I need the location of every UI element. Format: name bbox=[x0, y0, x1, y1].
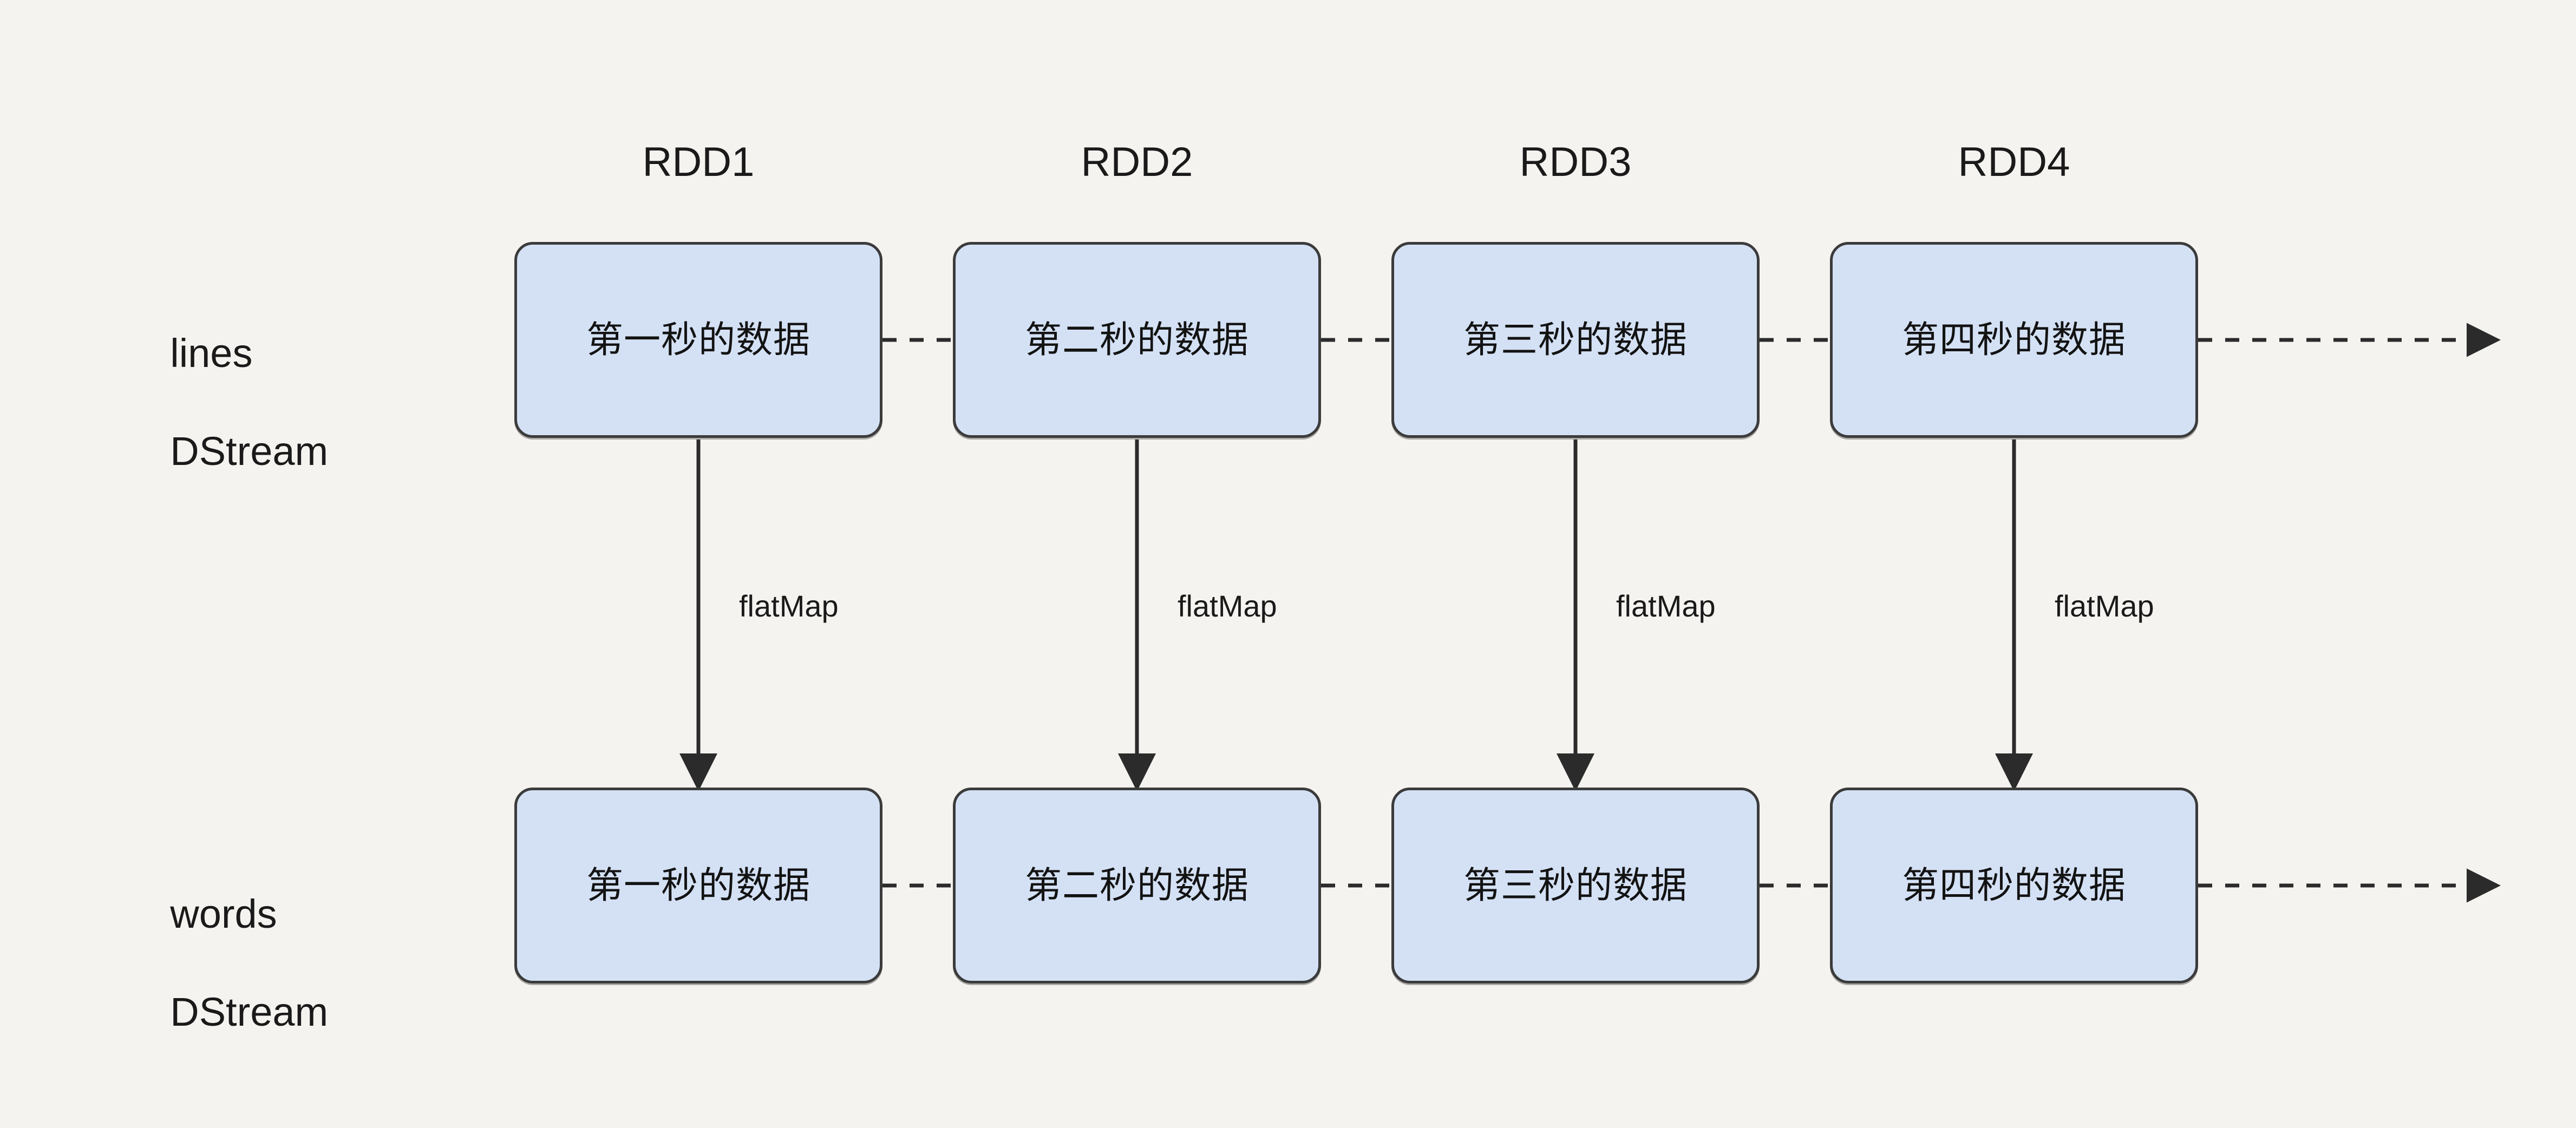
flatmap-label-column-3: flatMap bbox=[1616, 589, 1716, 623]
rdd-box-lines-rdd1[interactable]: 第一秒的数据 bbox=[514, 242, 882, 438]
rdd-box-words-rdd1[interactable]: 第一秒的数据 bbox=[514, 788, 882, 983]
rdd-box-label: 第一秒的数据 bbox=[586, 865, 810, 906]
rdd-box-lines-rdd2[interactable]: 第二秒的数据 bbox=[953, 242, 1321, 438]
rdd-box-label: 第一秒的数据 bbox=[586, 319, 810, 360]
rdd-box-label: 第二秒的数据 bbox=[1024, 319, 1249, 360]
column-header-rdd3: RDD3 bbox=[1519, 139, 1632, 185]
rdd-box-words-rdd2[interactable]: 第二秒的数据 bbox=[953, 788, 1321, 983]
flatmap-label-column-2: flatMap bbox=[1178, 589, 1277, 623]
flatmap-arrows bbox=[679, 440, 2033, 791]
rdd-box-words-rdd3[interactable]: 第三秒的数据 bbox=[1391, 788, 1760, 983]
column-header-rdd1: RDD1 bbox=[642, 139, 755, 185]
rdd-box-label: 第二秒的数据 bbox=[1024, 865, 1249, 906]
row-label-words-dstream: words DStream bbox=[126, 841, 328, 1085]
row-label-words-line1: words bbox=[170, 891, 277, 937]
flatmap-label-column-1: flatMap bbox=[739, 589, 839, 623]
rdd-box-label: 第四秒的数据 bbox=[1901, 865, 2126, 906]
rdd-box-lines-rdd4[interactable]: 第四秒的数据 bbox=[1830, 242, 2198, 438]
rdd-box-lines-rdd3[interactable]: 第三秒的数据 bbox=[1391, 242, 1760, 438]
rdd-box-label: 第三秒的数据 bbox=[1463, 319, 1688, 360]
column-header-rdd2: RDD2 bbox=[1081, 139, 1193, 185]
column-header-rdd4: RDD4 bbox=[1958, 139, 2070, 185]
row-label-lines-line1: lines bbox=[170, 331, 253, 376]
rdd-box-label: 第三秒的数据 bbox=[1463, 865, 1688, 906]
flatmap-label-column-4: flatMap bbox=[2055, 589, 2154, 623]
row-label-words-line2: DStream bbox=[170, 989, 329, 1034]
rdd-box-words-rdd4[interactable]: 第四秒的数据 bbox=[1830, 788, 2198, 983]
row-label-lines-dstream: lines DStream bbox=[126, 280, 328, 524]
row-label-lines-line2: DStream bbox=[170, 428, 329, 474]
rdd-box-label: 第四秒的数据 bbox=[1901, 319, 2126, 360]
